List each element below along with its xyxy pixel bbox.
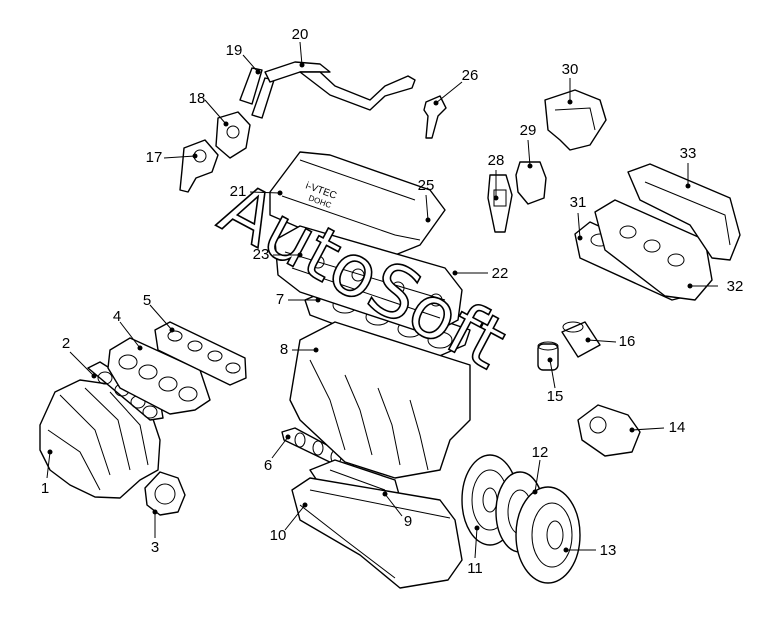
leader-lines [46, 41, 718, 559]
callout-9: 9 [404, 513, 412, 530]
callout-3: 3 [151, 539, 159, 556]
starter-motor[interactable] [577, 404, 641, 457]
callout-8: 8 [280, 341, 288, 358]
callout-18: 18 [189, 90, 206, 107]
callout-5: 5 [143, 292, 151, 309]
throttle-body[interactable] [144, 471, 186, 516]
callout-31: 31 [570, 194, 587, 211]
callout-11: 11 [467, 560, 483, 577]
spark-plug[interactable] [423, 95, 447, 139]
callout-numbers: 1 2 3 4 5 6 7 8 9 10 11 12 13 14 15 16 1… [41, 26, 744, 577]
callout-6: 6 [264, 457, 272, 474]
intake-manifold[interactable] [39, 379, 161, 499]
callout-2: 2 [62, 335, 70, 352]
callout-23: 23 [253, 246, 270, 263]
callout-12: 12 [532, 444, 549, 461]
oil-filter[interactable] [561, 321, 601, 358]
callout-14: 14 [669, 419, 686, 436]
exhaust-manifold[interactable] [594, 199, 713, 301]
callout-15: 15 [547, 388, 564, 405]
callout-29: 29 [520, 122, 537, 139]
callout-13: 13 [600, 542, 617, 559]
oil-pressure-switch[interactable] [515, 161, 547, 205]
cylinder-block[interactable] [289, 321, 471, 479]
knock-sensor[interactable] [487, 174, 513, 233]
engine-mount[interactable] [544, 89, 607, 151]
callout-28: 28 [488, 152, 505, 169]
thermostat-housing[interactable] [179, 139, 219, 193]
callout-10: 10 [270, 527, 287, 544]
callout-21: 21 [230, 183, 247, 200]
cylinder-head[interactable] [274, 225, 463, 336]
callout-17: 17 [146, 149, 163, 166]
manifold-gasket[interactable] [154, 321, 247, 386]
pressure-plate[interactable] [515, 486, 581, 584]
callout-20: 20 [292, 26, 309, 43]
oil-pan[interactable] [291, 477, 463, 589]
callout-30: 30 [562, 61, 579, 78]
callout-33: 33 [680, 145, 697, 162]
bypass-pipe[interactable] [264, 61, 416, 111]
callout-16: 16 [619, 333, 636, 350]
callout-1: 1 [41, 480, 49, 497]
callout-7: 7 [276, 291, 284, 308]
callout-19: 19 [226, 42, 243, 59]
callout-32: 32 [727, 278, 744, 295]
callout-22: 22 [492, 265, 509, 282]
callout-26: 26 [462, 67, 479, 84]
oil-filter-housing[interactable] [537, 341, 559, 371]
callout-4: 4 [113, 308, 121, 325]
head-cover[interactable]: i-VTEC DOHC [269, 151, 446, 256]
intake-lower-manifold[interactable] [107, 337, 211, 415]
heat-shield[interactable] [627, 163, 741, 261]
callout-25: 25 [418, 177, 435, 194]
